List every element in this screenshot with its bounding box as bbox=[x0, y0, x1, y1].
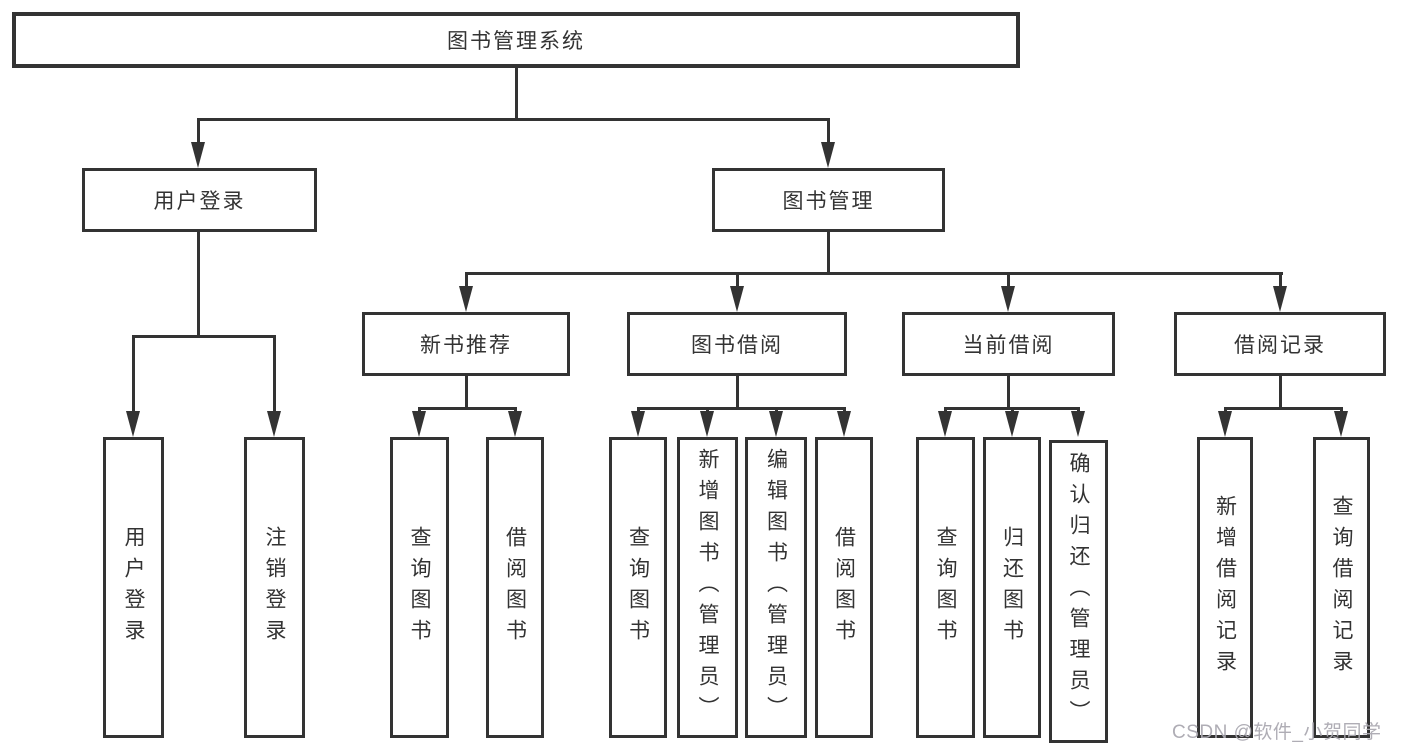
node-label: 用户登录 bbox=[122, 525, 146, 650]
arrow-down-icon bbox=[1001, 286, 1015, 312]
arrow-down-icon bbox=[267, 411, 281, 437]
node-label: 查询图书 bbox=[934, 525, 958, 650]
node-label: 新增借阅记录 bbox=[1213, 494, 1237, 681]
node-label: 新增图书（管理员） bbox=[696, 448, 720, 727]
node-label: 用户登录 bbox=[153, 190, 246, 213]
node-label: 查询图书 bbox=[626, 525, 650, 650]
node-label: 图书管理 bbox=[782, 190, 875, 213]
node-current-borrow: 当前借阅 bbox=[902, 312, 1115, 376]
arrow-down-icon bbox=[1273, 286, 1287, 312]
arrow-down-icon bbox=[769, 411, 783, 437]
node-label: 注销登录 bbox=[263, 525, 287, 650]
node-label: 借阅图书 bbox=[503, 525, 527, 650]
arrow-down-icon bbox=[508, 411, 522, 437]
connector-arrow-line bbox=[827, 118, 830, 146]
node-book-borrow: 图书借阅 bbox=[627, 312, 847, 376]
leaf-query-borrow-record: 查询借阅记录 bbox=[1313, 437, 1370, 738]
arrow-down-icon bbox=[1218, 411, 1232, 437]
connector-arrow-line bbox=[273, 335, 276, 415]
node-book-management: 图书管理 bbox=[712, 168, 945, 232]
connector-arrow-line bbox=[1279, 272, 1282, 290]
node-new-book-recommend: 新书推荐 bbox=[362, 312, 570, 376]
arrow-down-icon bbox=[700, 411, 714, 437]
arrow-down-icon bbox=[1005, 411, 1019, 437]
node-label: 新书推荐 bbox=[420, 334, 512, 357]
node-borrow-records: 借阅记录 bbox=[1174, 312, 1386, 376]
leaf-edit-books-admin: 编辑图书（管理员） bbox=[745, 437, 807, 738]
node-library-management-system: 图书管理系统 bbox=[12, 12, 1020, 68]
arrow-down-icon bbox=[631, 411, 645, 437]
connector-arrow-line bbox=[736, 272, 739, 290]
leaf-user-login: 用户登录 bbox=[103, 437, 164, 738]
connector-arrow-line bbox=[465, 272, 468, 290]
connector-level2-hline bbox=[197, 118, 830, 121]
connector-new-book-stem bbox=[465, 376, 468, 407]
arrow-down-icon bbox=[730, 286, 744, 312]
connector-new-book-hline bbox=[418, 407, 517, 410]
connector-borrow-records-hline bbox=[1224, 407, 1343, 410]
connector-user-login-hline bbox=[132, 335, 276, 338]
arrow-down-icon bbox=[938, 411, 952, 437]
arrow-down-icon bbox=[459, 286, 473, 312]
node-label: 查询图书 bbox=[408, 525, 432, 650]
leaf-query-books-current: 查询图书 bbox=[916, 437, 975, 738]
node-label: 借阅图书 bbox=[832, 525, 856, 650]
leaf-logout: 注销登录 bbox=[244, 437, 305, 738]
node-label: 归还图书 bbox=[1000, 525, 1024, 650]
connector-arrow-line bbox=[197, 118, 200, 146]
leaf-add-borrow-record: 新增借阅记录 bbox=[1197, 437, 1253, 738]
leaf-borrow-books-recommend: 借阅图书 bbox=[486, 437, 544, 738]
csdn-watermark: CSDN @软件_小贺同学 bbox=[1172, 722, 1382, 743]
leaf-query-books-borrow: 查询图书 bbox=[609, 437, 667, 738]
connector-arrow-line bbox=[132, 335, 135, 415]
arrow-down-icon bbox=[126, 411, 140, 437]
leaf-confirm-return-admin: 确认归还（管理员） bbox=[1049, 440, 1108, 743]
node-label: 图书管理系统 bbox=[447, 30, 585, 53]
connector-arrow-line bbox=[1007, 272, 1010, 290]
arrow-down-icon bbox=[821, 142, 835, 168]
connector-borrow-records-stem bbox=[1279, 376, 1282, 407]
connector-user-login-stem bbox=[197, 232, 200, 335]
connector-root-stem bbox=[515, 68, 518, 118]
node-label: 当前借阅 bbox=[962, 334, 1055, 357]
arrow-down-icon bbox=[412, 411, 426, 437]
connector-level3-hline bbox=[465, 272, 1283, 275]
leaf-borrow-books: 借阅图书 bbox=[815, 437, 873, 738]
connector-current-borrow-stem bbox=[1007, 376, 1010, 407]
arrow-down-icon bbox=[1071, 411, 1085, 437]
node-user-login: 用户登录 bbox=[82, 168, 317, 232]
node-label: 图书借阅 bbox=[691, 334, 783, 357]
connector-book-management-stem bbox=[827, 232, 830, 272]
node-label: 查询借阅记录 bbox=[1330, 494, 1354, 681]
leaf-return-books: 归还图书 bbox=[983, 437, 1041, 738]
arrow-down-icon bbox=[1334, 411, 1348, 437]
leaf-query-books-recommend: 查询图书 bbox=[390, 437, 449, 738]
connector-book-borrow-hline bbox=[637, 407, 846, 410]
node-label: 借阅记录 bbox=[1234, 334, 1326, 357]
node-label: 确认归还（管理员） bbox=[1067, 452, 1091, 731]
connector-book-borrow-stem bbox=[736, 376, 739, 407]
node-label: 编辑图书（管理员） bbox=[764, 448, 788, 727]
arrow-down-icon bbox=[837, 411, 851, 437]
leaf-add-books-admin: 新增图书（管理员） bbox=[677, 437, 738, 738]
arrow-down-icon bbox=[191, 142, 205, 168]
